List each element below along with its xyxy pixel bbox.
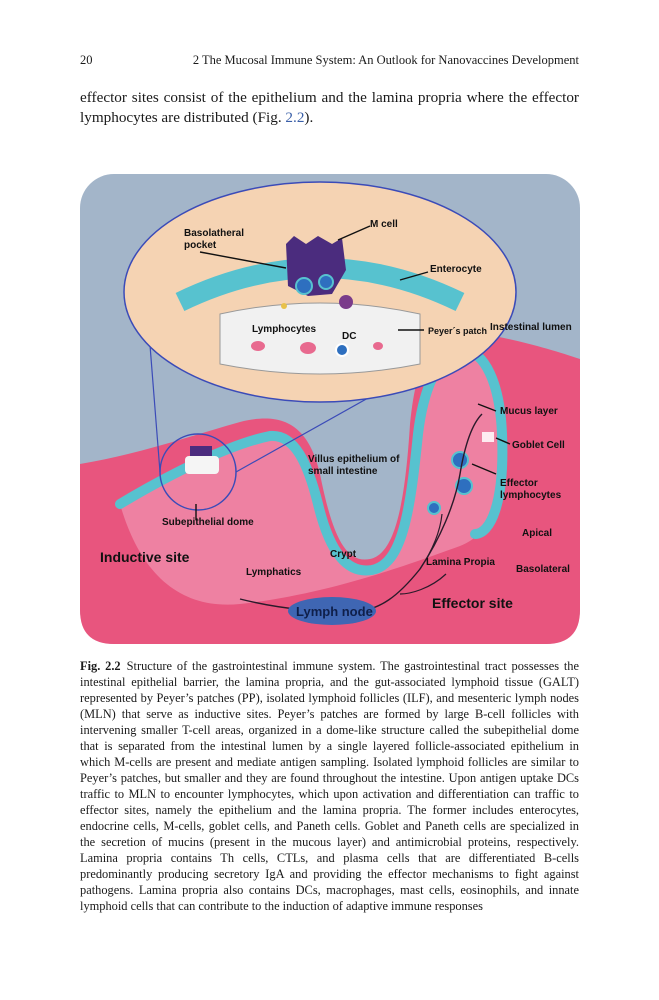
label-mucus-layer: Mucus layer (500, 406, 558, 417)
antigen (281, 303, 287, 309)
running-head: 20 2 The Mucosal Immune System: An Outlo… (80, 52, 579, 68)
pocket-lymphocyte (295, 277, 313, 295)
effector-lymphocyte (451, 451, 469, 469)
enterocyte-arrow (399, 271, 429, 281)
effector-arrow (471, 463, 497, 475)
label-basolateral-pocket: Basolatheral (184, 228, 244, 239)
peyers-patch-dome (219, 302, 421, 375)
label-villus-epithelium-2: small intestine (308, 466, 378, 477)
goblet-cell (482, 432, 494, 442)
label-apical: Apical (522, 528, 552, 539)
lymphatic-branch (399, 573, 447, 595)
label-effector-lymphocytes-2: lymphocytes (500, 490, 562, 501)
label-villus-epithelium: Villus epithelium of (308, 454, 400, 465)
follicle-cell (251, 341, 265, 351)
figure-reference-link[interactable]: 2.2 (285, 109, 305, 126)
effector-lymphocyte (427, 501, 441, 515)
label-basolateral-pocket-2: pocket (184, 240, 217, 251)
label-lymph-node: Lymph node (296, 604, 373, 619)
goblet-arrow (495, 437, 511, 445)
label-basolateral: Basolateral (516, 564, 570, 575)
intro-text: effector sites consist of the epithelium… (80, 89, 579, 126)
label-subepithelial-dome: Subepithelial dome (162, 517, 254, 528)
label-inductive-site: Inductive site (100, 549, 190, 565)
m-cell-arrow (337, 225, 371, 241)
mucus-arrow (477, 403, 497, 412)
page-number: 20 (80, 53, 93, 67)
follicle-cell (373, 342, 383, 350)
label-lymphatics: Lymphatics (246, 567, 302, 578)
label-intestinal-lumen: Instestinal lumen (490, 322, 572, 333)
figure-2-2: M cell Basolatheral pocket Enterocyte Ly… (80, 174, 580, 644)
lymphatic-branch (419, 513, 443, 570)
running-head-title: 2 The Mucosal Immune System: An Outlook … (192, 53, 579, 67)
label-enterocyte: Enterocyte (430, 264, 482, 275)
lymph-node (288, 597, 376, 625)
caption-text: Structure of the gastrointestinal immune… (80, 659, 580, 913)
follicle-cell (300, 342, 316, 354)
intro-text-end: ). (304, 109, 314, 126)
mini-peyers-patch (185, 456, 219, 474)
tissue-light-region (120, 350, 503, 605)
label-lamina-propia: Lamina Propia (426, 557, 495, 568)
label-goblet-cell: Goblet Cell (512, 440, 565, 451)
label-effector-site: Effector site (432, 595, 513, 611)
intro-paragraph: effector sites consist of the epithelium… (80, 88, 579, 128)
label-peyers-patch: Peyer´s patch (428, 326, 487, 336)
label-lymphocytes: Lymphocytes (252, 324, 317, 335)
label-crypt: Crypt (330, 549, 357, 560)
label-dc: DC (342, 331, 356, 342)
pocket-arrow (199, 251, 287, 269)
gi-immune-diagram: M cell Basolatheral pocket Enterocyte Ly… (80, 174, 580, 644)
mini-m-cell (190, 446, 212, 456)
dendritic-cell (339, 295, 353, 309)
caption-label: Fig. 2.2 (80, 659, 121, 673)
label-effector-lymphocytes: Effector (500, 478, 538, 489)
follicle-cell (335, 343, 349, 357)
pocket-lymphocyte (318, 274, 334, 290)
effector-lymphocyte (455, 477, 473, 495)
label-m-cell: M cell (370, 219, 398, 230)
villus-epithelium (115, 344, 508, 576)
